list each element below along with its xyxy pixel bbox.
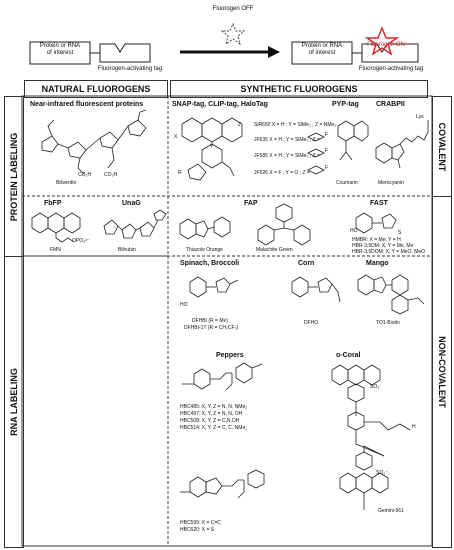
azetidine-icons xyxy=(307,132,325,175)
biliverdin-co2h-1: CO₂H xyxy=(78,172,92,178)
section-fap: FAP xyxy=(244,200,258,207)
ocoral-so3-2: SO₃⁻ xyxy=(376,470,388,476)
section-fast: FAST xyxy=(370,200,388,207)
section-mango: Mango xyxy=(366,260,389,267)
pepper-structure-2 xyxy=(180,469,265,499)
snap-y: Y xyxy=(210,144,214,150)
bilirubin-label: Bilirubin xyxy=(118,247,136,253)
snap-variant-4: JF526 X = F ; Y = O ; Z = xyxy=(254,170,310,176)
biliverdin-co2h-2: CO₂H xyxy=(104,172,118,178)
ocoral-h: H xyxy=(412,424,416,430)
ocoral-so3-1: SO₃⁻ xyxy=(370,384,382,390)
fluorogen-on-label: Fluorogen ON xyxy=(367,42,405,48)
fast-s: S xyxy=(398,230,402,236)
pepper-variant-2: HBC497: X, Y, Z = N, N, OH xyxy=(180,411,243,417)
section-peppers: Peppers xyxy=(216,352,244,359)
biliverdin-structure xyxy=(41,109,147,175)
section-corn: Corn xyxy=(298,260,315,267)
pepper-variant-6: HBC620: X = S xyxy=(180,527,215,533)
fast-variant-1: HMBR: X = Me; Y = H xyxy=(352,237,401,243)
to1-biotin-structure xyxy=(357,274,425,315)
crabp-lys: Lys xyxy=(416,114,424,120)
section-ocoral: o-Coral xyxy=(336,352,361,359)
coumarin-structure xyxy=(337,120,369,161)
snap-variant-2: JF635 X = H ; Y = SiMe₂ ; Z = xyxy=(254,137,320,143)
fluorogen-on-star-icon xyxy=(364,26,400,56)
protein-rna-left-label: Protein or RNA of interest xyxy=(39,43,81,56)
tag-right-label: Fluorogen-activating tag xyxy=(358,66,424,72)
fluorogen-off-star-icon xyxy=(220,22,246,46)
section-unag: UnaG xyxy=(122,200,141,207)
coumarin-label: Coumarin xyxy=(336,180,358,186)
top-scheme xyxy=(29,22,419,65)
fast-ho: HO xyxy=(350,228,358,234)
fmn-structure xyxy=(31,212,81,243)
pepper-variant-1: HBC485: X, Y, Z = N, N, NMe₂ xyxy=(180,404,248,410)
snap-variant-1: SiR650 X = H ; Y = SiMe₂ ; Z = NMe₂ xyxy=(254,122,337,128)
merocyanin-label: Merocyanin xyxy=(378,180,404,186)
fmn-label: FMN xyxy=(50,247,61,253)
spinach-variant-2: DFHBI-1T (R = CH₂CF₃) xyxy=(184,325,239,331)
malachite-green-structure xyxy=(257,203,311,246)
spinach-variant-1: DFHBI (R = Me) xyxy=(192,318,228,324)
atom-f-1: F xyxy=(325,132,329,138)
left-label-rna: RNA LABELING xyxy=(4,256,24,548)
protein-rna-right-label: Protein or RNA of interest xyxy=(301,43,343,56)
snap-variant-3: JF585 X = H ; Y = SiMe₂ ; Z = xyxy=(254,153,320,159)
snap-structure xyxy=(181,117,243,181)
snap-r: R xyxy=(178,170,182,176)
ocoral-structure xyxy=(331,364,411,510)
dfhbi-structure xyxy=(189,276,239,298)
header-natural: NATURAL FLUOROGENS xyxy=(24,80,168,98)
to1-biotin-label: TO1-Biotin xyxy=(376,320,400,326)
fast-structure xyxy=(355,212,397,234)
biliverdin-label: Biliverdin xyxy=(56,180,77,186)
section-snap: SNAP-tag, CLIP-tag, HaloTag xyxy=(172,101,268,108)
section-fbfp: FbFP xyxy=(44,200,62,207)
merocyanin-structure xyxy=(375,120,429,169)
section-spinach: Spinach, Broccoli xyxy=(180,260,240,267)
bilirubin-structure xyxy=(103,209,167,239)
thiazole-orange-label: Thiazole Orange xyxy=(186,247,223,253)
pepper-structure xyxy=(182,362,263,391)
dfho-label: DFHO xyxy=(304,320,319,326)
atom-f-2: F xyxy=(325,148,329,154)
atom-f-3: F xyxy=(325,165,329,171)
pepper-variant-3: HBC508: X, Y, Z = C,N,OH xyxy=(180,418,240,424)
fmn-phos: OPO₃²⁻ xyxy=(72,238,90,244)
gemini-label: Gemini-561 xyxy=(378,508,404,514)
snap-z: Z xyxy=(238,122,242,128)
fluorogen-off-label: Fluorogen OFF xyxy=(212,6,254,12)
section-crabp: CRABPII xyxy=(376,101,405,108)
reaction-arrow-icon xyxy=(268,46,280,58)
snap-x: X xyxy=(174,134,178,140)
section-nirfp: Near-infrared fluorescent proteins xyxy=(30,101,144,108)
spinach-ho: HO xyxy=(180,302,188,308)
fast-variant-2: HBR-3,5DM: X, Y = Me, Me xyxy=(352,243,414,249)
dfho-structure xyxy=(291,276,341,303)
section-pyp: PYP-tag xyxy=(332,101,359,108)
header-synthetic: SYNTHETIC FLUOROGENS xyxy=(170,80,428,98)
pepper-variant-5: HBC599: X = C=C xyxy=(180,520,221,526)
thiazole-orange-structure xyxy=(179,216,231,240)
pepper-variant-4: HBC514: X, Y, Z = C, C, NMe₂ xyxy=(180,425,248,431)
fast-variant-3: HBR-3,5DOM: X, Y = MeO, MeO xyxy=(352,249,426,255)
tag-left-label: Fluorogen-activating tag xyxy=(97,66,163,72)
malachite-green-label: Malachite Green xyxy=(256,247,293,253)
